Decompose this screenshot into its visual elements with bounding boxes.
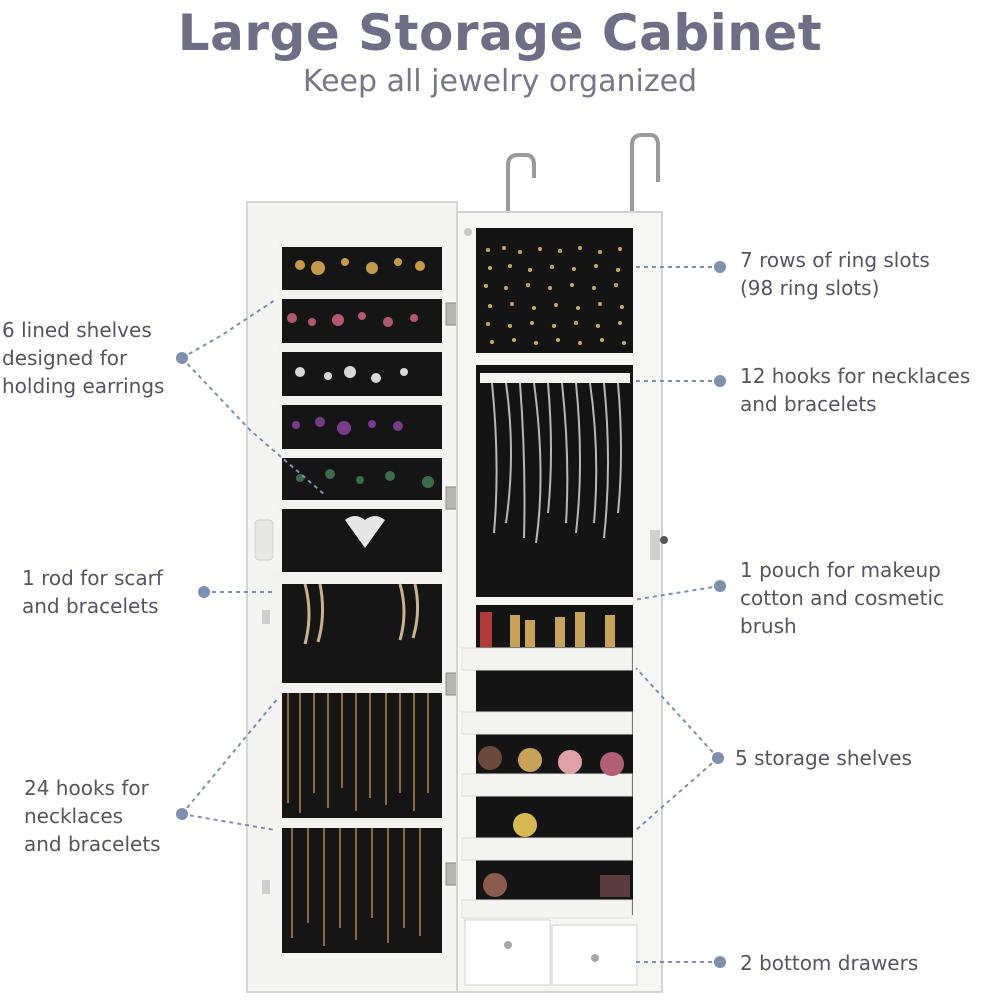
callout-earring-shelves: 6 lined shelves designed for holding ear… [2, 318, 165, 398]
page-title: Large Storage Cabinet [177, 4, 823, 62]
callout-storage-shelves: 5 storage shelves [735, 746, 912, 770]
callout-drawers: 2 bottom drawers [740, 951, 919, 975]
door-earring-shelves [278, 238, 444, 509]
callout-makeup-pouch: 1 pouch for makeup cotton and cosmetic b… [740, 558, 945, 638]
cabinet-necklace-hooks [480, 373, 630, 544]
cabinet-door [246, 201, 458, 993]
storage-shelves [461, 612, 633, 919]
callout-necklace-hooks: 12 hooks for necklaces and bracelets [740, 364, 971, 416]
bottom-drawers [464, 919, 638, 986]
scarf-rod [272, 572, 442, 645]
callout-ring-slots: 7 rows of ring slots (98 ring slots) [740, 248, 930, 300]
over-door-hooks [506, 133, 660, 215]
callout-leaders [181, 266, 721, 963]
page-subtitle: Keep all jewelry organized [302, 64, 698, 99]
ring-slots [484, 246, 626, 345]
door-necklace-hooks [272, 683, 442, 946]
callout-scarf-rod: 1 rod for scarf and bracelets [22, 566, 163, 618]
door-earrings [287, 258, 434, 548]
callout-dots [176, 261, 726, 968]
callout-door-hooks: 24 hooks for necklaces and bracelets [24, 776, 161, 856]
